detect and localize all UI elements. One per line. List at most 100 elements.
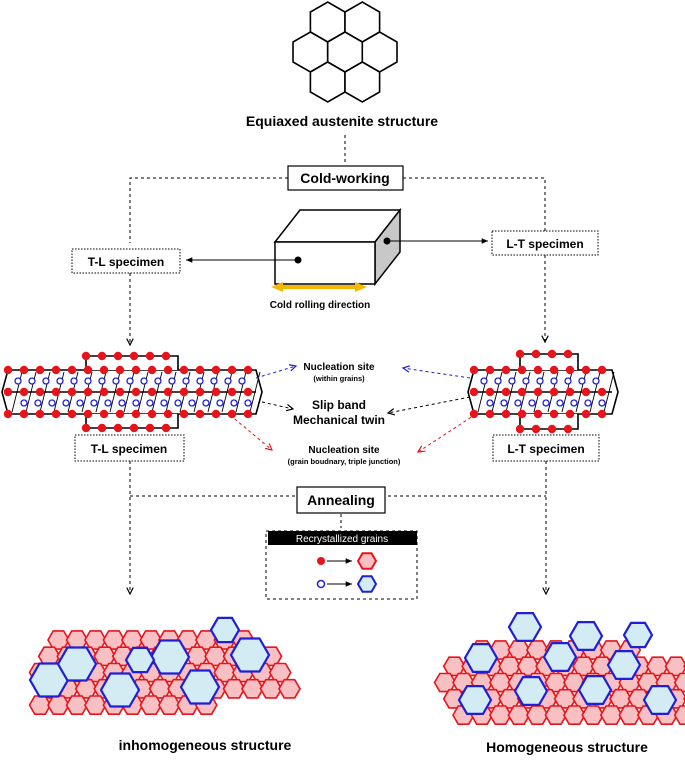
nucleus-grain-boundary (517, 365, 527, 375)
nucleus-within-grain (146, 399, 154, 407)
annealing-label: Annealing (307, 492, 375, 508)
nucleus-within-grain (126, 377, 134, 385)
lt-deformed-grains (467, 349, 619, 434)
tl-deformed-grains (1, 351, 263, 433)
nucleus-grain-boundary (81, 423, 91, 433)
nucleus-grain-boundary (161, 423, 171, 433)
blue-grain (229, 637, 271, 673)
blue-grain (507, 611, 543, 643)
nucleus-within-grain (20, 399, 28, 407)
nucleus-grain-boundary (147, 409, 157, 419)
slip-line (603, 371, 615, 413)
connector-line (129, 177, 288, 243)
nucleus-grain-boundary (227, 365, 237, 375)
nucleus-grain-boundary (485, 387, 495, 397)
nucleus-grain-boundary (501, 387, 511, 397)
nucleus-grain-boundary (35, 409, 45, 419)
nucleus-grain-boundary (67, 365, 77, 375)
nucleation-gb-title: Nucleation site (308, 445, 380, 456)
nucleus-within-grain (160, 399, 168, 407)
red-grain (268, 662, 292, 683)
inhomogeneous-grains (28, 616, 301, 716)
nucleus-grain-boundary (549, 365, 559, 375)
nucleus-grain-boundary (19, 387, 29, 397)
red-grain-icon (356, 552, 378, 570)
homogeneous-grains (433, 611, 685, 726)
nucleus-grain-boundary (531, 349, 541, 359)
pointer-arrow-black (388, 396, 471, 413)
nucleus-within-grain (514, 399, 522, 407)
nucleus-grain-boundary (565, 409, 575, 419)
blue-grain (149, 639, 191, 675)
nucleus-grain-boundary (3, 387, 13, 397)
blue-grain (513, 675, 549, 707)
nucleus-grain-boundary (533, 409, 543, 419)
nucleus-within-grain (216, 399, 224, 407)
nucleus-grain-boundary (243, 365, 253, 375)
nucleus-grain-boundary (179, 409, 189, 419)
nucleus-within-grain (542, 399, 550, 407)
lt-specimen-label-mid: L-T specimen (507, 442, 584, 456)
nucleus-within-grain (28, 377, 36, 385)
blue-grain (56, 646, 98, 682)
nucleus-grain-boundary (145, 351, 155, 361)
nucleus-grain-boundary (211, 387, 221, 397)
nucleus-grain-boundary (115, 387, 125, 397)
nucleus-grain-boundary (129, 351, 139, 361)
nucleus-within-grain (56, 377, 64, 385)
nucleus-grain-boundary (67, 387, 77, 397)
nucleus-grain-boundary (113, 351, 123, 361)
lt-specimen-box-mid (492, 434, 600, 462)
nucleus-grain-boundary (533, 387, 543, 397)
nucleus-within-grain (584, 399, 592, 407)
red-grain (599, 705, 623, 726)
nucleus-within-grain (564, 377, 572, 385)
red-grain (673, 672, 685, 693)
tl-specimen-box-mid (74, 434, 185, 462)
nucleus-grain-boundary (549, 409, 559, 419)
blue-grain-icon (356, 575, 378, 593)
nucleus-within-grain (84, 377, 92, 385)
red-grain (488, 705, 512, 726)
cold-working-box (287, 165, 404, 191)
nucleus-grain-boundary (597, 409, 607, 419)
nucleus-grain-boundary (147, 387, 157, 397)
nucleus-grain-boundary (501, 409, 511, 419)
nucleus-grain-boundary (469, 387, 479, 397)
pointer-arrow-blue (255, 366, 296, 379)
connector-line (403, 177, 546, 231)
nucleus-grain-boundary (565, 365, 575, 375)
red-grain (618, 705, 642, 726)
nucleus-grain-boundary (547, 349, 557, 359)
nucleus-within-grain (174, 399, 182, 407)
nucleus-grain-boundary (501, 365, 511, 375)
nucleus-grain-boundary (83, 387, 93, 397)
nucleus-grain-boundary (97, 351, 107, 361)
nucleus-grain-boundary (97, 423, 107, 433)
equiaxed-label: Equiaxed austenite structure (246, 113, 438, 129)
nucleus-grain-boundary (469, 365, 479, 375)
annealing-box (296, 486, 386, 514)
nucleus-within-grain (480, 377, 488, 385)
homogeneous-label: Homogeneous structure (486, 739, 648, 755)
red-grain (65, 695, 89, 716)
nucleus-grain-boundary (51, 409, 61, 419)
rolled-block (273, 207, 402, 287)
nucleus-grain-boundary (195, 409, 205, 419)
nucleus-grain-boundary (99, 409, 109, 419)
nucleus-grain-boundary (517, 387, 527, 397)
nucleation-gb-sub: (grain boudnary, triple junction) (288, 457, 401, 466)
nucleus-grain-boundary (145, 423, 155, 433)
nucleus-within-grain (570, 399, 578, 407)
nucleus-grain-boundary (597, 387, 607, 397)
nucleus-grain-boundary (195, 365, 205, 375)
nucleus-grain-boundary (179, 387, 189, 397)
nucleus-grain-boundary (563, 349, 573, 359)
nucleus-grain-boundary (179, 365, 189, 375)
nucleus-grain-boundary (147, 365, 157, 375)
nucleus-within-grain (202, 399, 210, 407)
nucleus-within-grain (48, 399, 56, 407)
nucleus-grain-boundary (131, 365, 141, 375)
nucleus-within-grain (182, 377, 190, 385)
nucleus-grain-boundary (51, 387, 61, 397)
